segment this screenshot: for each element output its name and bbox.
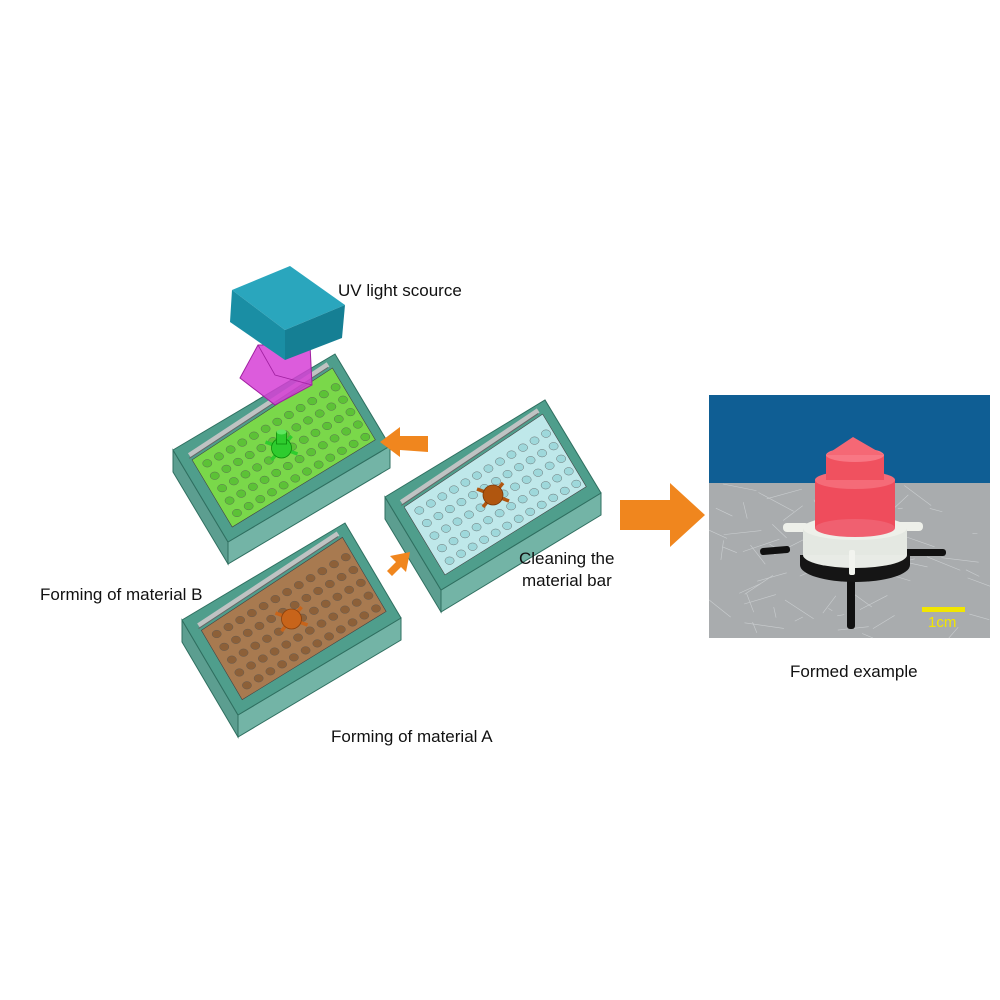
arrow-to-cleaning bbox=[387, 552, 410, 576]
label-forming-material-b: Forming of material B bbox=[40, 585, 203, 604]
label-cleaning-line1: Cleaning the bbox=[519, 549, 615, 568]
material-bar bbox=[399, 408, 540, 505]
printed-part bbox=[274, 605, 309, 633]
label-uv-light-source: UV light scource bbox=[338, 281, 462, 300]
scale-bar-label: 1cm bbox=[928, 614, 957, 631]
uv-box-top bbox=[232, 266, 345, 330]
tray-material-a bbox=[181, 522, 402, 739]
scale-bar bbox=[922, 607, 965, 612]
arrow-to-material-b bbox=[380, 427, 428, 457]
tray-cleaning bbox=[384, 399, 602, 614]
label-forming-material-a: Forming of material A bbox=[331, 727, 493, 746]
arrow-to-formed-example bbox=[620, 483, 705, 547]
material-bar bbox=[197, 531, 340, 628]
uv-box-left bbox=[230, 290, 285, 360]
printed-part bbox=[264, 429, 299, 462]
uv-light-source bbox=[230, 266, 345, 406]
printed-part bbox=[476, 481, 510, 509]
printed-part bbox=[760, 437, 946, 629]
label-formed-example: Formed example bbox=[790, 662, 918, 681]
uv-box-right bbox=[285, 305, 345, 360]
formed-example-photo bbox=[708, 395, 991, 639]
label-cleaning-line2: material bar bbox=[522, 571, 612, 590]
